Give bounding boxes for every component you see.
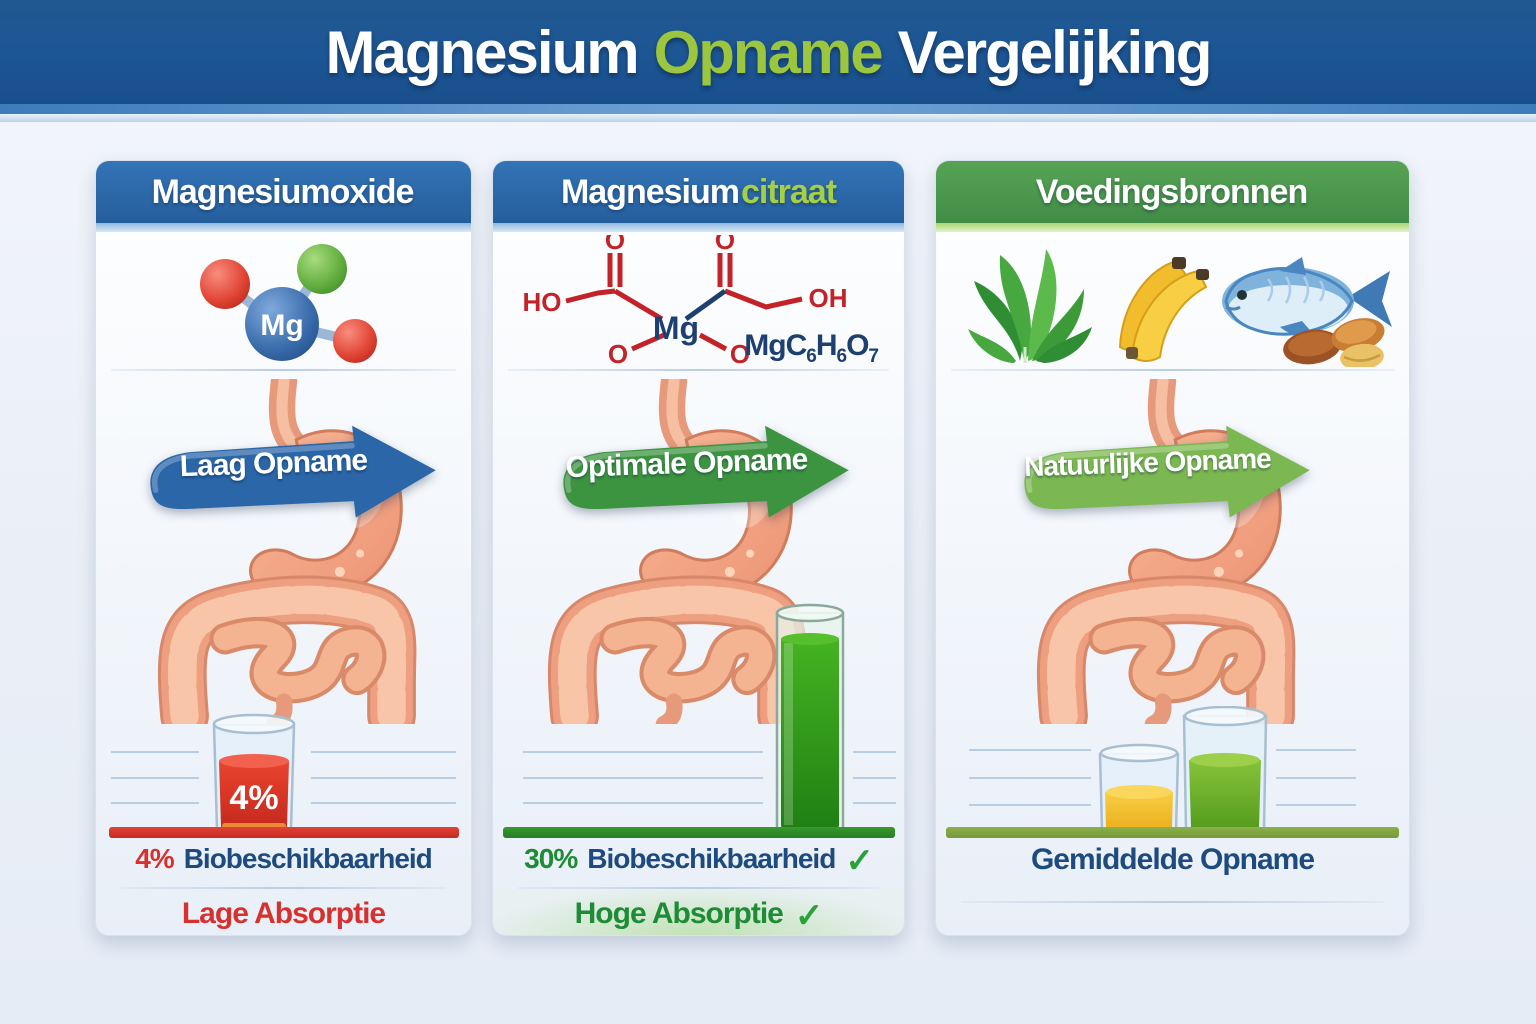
panel-magnesiumoxide: Magnesiumoxide Mg Laag Opname (95, 160, 472, 936)
citrate-structure-zone: O O HO OH O O Mg (493, 233, 904, 369)
oxide-measure-glass: 4% (204, 711, 304, 839)
panel1-verdict-label: Lage Absorptie (181, 897, 386, 930)
panel2-stat-label: Biobeschikbaarheid (587, 843, 836, 874)
gridline (853, 802, 896, 804)
panel3-stat-label: Gemiddelde Opname (1030, 843, 1315, 876)
panel1-divider (111, 369, 456, 371)
panel1-header-stripe (96, 223, 471, 232)
page-title: Magnesium Opname Vergelijking (0, 0, 1536, 104)
panel2-title: Magnesium (560, 172, 740, 211)
title-word-magnesium: Magnesium (325, 18, 640, 86)
banner-stripe-white (0, 114, 1536, 122)
gridline (969, 749, 1091, 751)
gridline (523, 777, 763, 779)
structure-mg-label: Mg (652, 310, 698, 346)
green-atom-icon (296, 244, 347, 294)
panel-voedingsbronnen-header: Voedingsbronnen (936, 161, 1409, 232)
food-sources-zone (936, 233, 1409, 369)
panel2-title-accent: citraat (740, 172, 837, 211)
yellow-glass (1098, 743, 1180, 838)
gridline (523, 751, 763, 753)
magnesium-atom-icon (244, 287, 319, 361)
panel3-divider (951, 369, 1394, 371)
panel-magnesiumoxide-header: Magnesiumoxide (96, 161, 471, 232)
food-sources-icons (968, 249, 1392, 367)
formula-sub: 6 (836, 346, 848, 367)
title-word-vergelijking: Vergelijking (897, 18, 1213, 86)
hydroxyl-ho-label: HO (522, 287, 561, 317)
gridline (111, 802, 199, 804)
gridline (969, 804, 1091, 806)
gridline (969, 777, 1091, 779)
panel1-stat-label: Biobeschikbaarheid (183, 843, 433, 874)
panel2-stat-value: 30% (524, 843, 578, 874)
title-banner: Magnesium Opname Vergelijking (0, 0, 1536, 122)
lower-o-label: O (729, 339, 749, 367)
formula-sub: 6 (806, 346, 817, 367)
panel3-stat-row: Gemiddelde Opname (936, 843, 1409, 877)
oxygen-atom-icon (332, 319, 377, 363)
gridline (523, 802, 763, 804)
oxygen-atom-icon (199, 259, 250, 309)
gridline (1276, 749, 1356, 751)
gridline (1276, 777, 1356, 779)
mg-atom-label: Mg (260, 309, 303, 342)
panel2-verdict: Hoge Absorptie ✓ (574, 897, 824, 935)
formula-sub: 7 (868, 346, 879, 367)
citrate-measure-cylinder (769, 601, 851, 839)
panel1-stat-row: 4% Biobeschikbaarheid (96, 843, 471, 875)
banner-stripe-light-blue (0, 104, 1536, 114)
banana-icon (1118, 257, 1209, 362)
formula-part: O (846, 329, 869, 362)
spinach-icon (968, 249, 1092, 363)
nuts-icon (1283, 318, 1385, 367)
gridline (311, 751, 456, 753)
oxide-molecule-zone: Mg (96, 233, 471, 369)
gridline (853, 777, 896, 779)
panel3-header-stripe (936, 223, 1409, 232)
formula-part: MgC (744, 329, 807, 362)
panel2-baseline-bar (503, 827, 895, 838)
formula-part: H (815, 329, 838, 362)
panel2-stat-divider (518, 887, 879, 889)
gridline (311, 777, 456, 779)
carbonyl-o-label: O (714, 235, 734, 255)
panel2-verdict-label: Hoge Absorptie (574, 897, 784, 930)
panel2-verdict-glow (493, 889, 904, 935)
panel-magnesiumcitraat-header: Magnesium citraat (493, 161, 904, 232)
panel3-arrow: Natuurlijke Opname (1002, 423, 1332, 523)
hydroxyl-oh-label: OH (808, 283, 847, 313)
carbonyl-o-label: O (604, 235, 624, 255)
panel2-stat-row: 30% Biobeschikbaarheid ✓ (524, 842, 874, 880)
panel1-stat-value: 4% (135, 843, 174, 874)
lower-o-label: O (607, 339, 627, 367)
citrate-formula: MgC6H6O7 (744, 329, 879, 368)
gridline (311, 802, 456, 804)
panel1-arrow: Laag Opname (128, 423, 458, 523)
panel1-baseline-bar (109, 827, 459, 838)
fish-icon (1222, 257, 1392, 336)
oxide-glass-percent: 4% (229, 779, 278, 817)
title-word-opname: Opname (653, 18, 884, 86)
panel1-title: Magnesiumoxide (151, 172, 415, 211)
panel-voedingsbronnen: Voedingsbronnen (935, 160, 1410, 936)
mg-oxide-molecule-icon: Mg (199, 244, 377, 363)
green-glass (1182, 705, 1268, 838)
panel2-arrow: Optimale Opname (541, 423, 871, 523)
gridline (853, 751, 896, 753)
gridline (111, 777, 199, 779)
panel3-baseline-bar (946, 827, 1399, 838)
panel1-stat-divider (121, 887, 446, 889)
panel-magnesiumcitraat: Magnesium citraat O O HO OH (492, 160, 905, 936)
gridline (111, 751, 199, 753)
panel2-header-stripe (493, 223, 904, 232)
panel2-divider (508, 369, 889, 371)
citrate-structure-icon: O O HO OH O O Mg (522, 235, 847, 367)
panel1-verdict: Lage Absorptie (96, 891, 471, 935)
food-measure-glasses (1092, 705, 1272, 839)
panel3-title: Voedingsbronnen (1035, 172, 1308, 211)
panel3-stat-divider (961, 901, 1384, 903)
gridline (1276, 804, 1356, 806)
